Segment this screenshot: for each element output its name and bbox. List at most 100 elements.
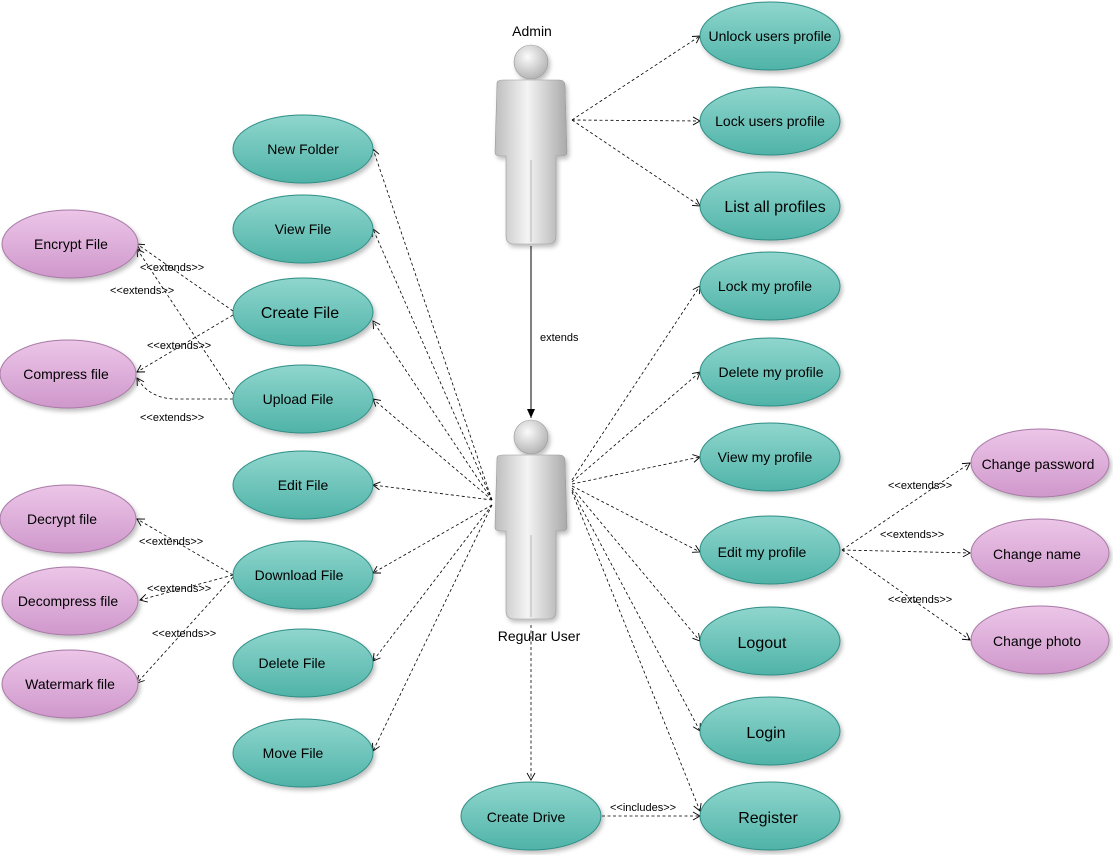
extension-watermark-file[interactable]: Watermark file (1, 649, 139, 719)
use-case-move-file[interactable]: Move File (232, 718, 374, 788)
edge-admin-list (571, 119, 701, 207)
edge-user-viewfile (371, 228, 493, 501)
edge-admin-lock (571, 116, 701, 126)
use-case-lock-my-profile[interactable]: Lock my profile (699, 251, 841, 321)
use-case-move-file-label: Move File (263, 745, 324, 761)
edge-user-movefile (371, 504, 493, 752)
edge-user-viewmy (571, 454, 701, 485)
use-case-upload-file-label: Upload File (263, 391, 334, 407)
label-extends-encrypt-create: <<extends>> (140, 262, 204, 274)
label-extends-decompress: <<extends>> (147, 583, 211, 595)
use-case-download-file[interactable]: Download File (232, 540, 374, 610)
extension-change-password[interactable]: Change password (970, 428, 1110, 498)
edge-editmy-password (841, 462, 971, 551)
use-case-view-file-label: View File (275, 221, 332, 237)
use-case-register-label: Register (738, 810, 798, 827)
use-case-delete-file-label: Delete File (259, 655, 326, 671)
edge-createfile-compress (136, 314, 234, 373)
extension-change-password-label: Change password (982, 456, 1095, 472)
extension-decrypt-file[interactable]: Decrypt file (0, 484, 137, 554)
use-case-create-file[interactable]: Create File (232, 277, 374, 347)
actor-regular-user-label: Regular User (498, 628, 581, 644)
edge-user-createfile (372, 320, 493, 501)
edge-user-downloadfile (372, 504, 493, 574)
edge-downloadfile-decrypt (136, 518, 234, 576)
extension-decompress-file-label: Decompress file (18, 593, 119, 609)
edge-user-register (571, 491, 702, 812)
use-case-delete-file[interactable]: Delete File (232, 628, 374, 698)
extension-change-photo[interactable]: Change photo (970, 605, 1110, 675)
edge-user-deletefile (372, 504, 493, 662)
label-admin-extends: extends (540, 332, 579, 344)
use-case-new-folder[interactable]: New Folder (232, 114, 374, 184)
label-extends-password: <<extends>> (888, 480, 952, 492)
extension-encrypt-file[interactable]: Encrypt File (1, 209, 139, 279)
edge-uploadfile-compress (136, 377, 233, 400)
label-extends-watermark: <<extends>> (152, 628, 216, 640)
use-case-edit-file-label: Edit File (278, 477, 329, 493)
use-case-view-my-profile[interactable]: View my profile (699, 422, 841, 492)
use-case-create-file-label: Create File (261, 305, 339, 322)
label-extends-compress-upload: <<extends>> (140, 412, 204, 424)
actor-regular-user[interactable] (494, 419, 568, 620)
actor-admin-label: Admin (512, 23, 552, 39)
label-extends-name: <<extends>> (880, 529, 944, 541)
extension-change-name-label: Change name (993, 546, 1081, 562)
label-extends-compress-create: <<extends>> (147, 340, 211, 352)
use-case-lock-users-profile[interactable]: Lock users profile (699, 86, 841, 156)
use-case-unlock-users-profile-label: Unlock users profile (709, 28, 832, 44)
extension-change-name[interactable]: Change name (970, 518, 1110, 588)
extension-encrypt-file-label: Encrypt File (34, 236, 108, 252)
use-case-edit-file[interactable]: Edit File (232, 450, 374, 520)
edge-editmy-photo (841, 549, 971, 641)
use-case-delete-my-profile-label: Delete my profile (718, 364, 823, 380)
extension-decompress-file[interactable]: Decompress file (1, 566, 139, 636)
use-case-unlock-users-profile[interactable]: Unlock users profile (699, 1, 841, 71)
use-case-logout-label: Logout (738, 635, 787, 652)
use-case-list-all-profiles[interactable]: List all profiles (699, 171, 841, 241)
connectors (136, 35, 971, 821)
use-case-edit-my-profile-label: Edit my profile (718, 544, 807, 560)
use-case-login-label: Login (746, 725, 785, 742)
use-case-download-file-label: Download File (255, 567, 344, 583)
extension-decrypt-file-label: Decrypt file (27, 511, 97, 527)
use-case-lock-my-profile-label: Lock my profile (718, 278, 812, 294)
use-case-lock-users-profile-label: Lock users profile (715, 113, 825, 129)
edge-user-editmy (571, 485, 701, 553)
use-case-list-all-profiles-label: List all profiles (724, 199, 825, 216)
label-includes-register: <<includes>> (610, 802, 676, 814)
edge-uploadfile-encrypt (136, 248, 234, 395)
use-case-create-drive[interactable]: Create Drive (460, 781, 602, 851)
use-case-view-file[interactable]: View File (232, 194, 374, 264)
use-case-new-folder-label: New Folder (267, 141, 339, 157)
label-extends-photo: <<extends>> (888, 594, 952, 606)
use-case-edit-my-profile[interactable]: Edit my profile (699, 515, 841, 585)
use-case-register[interactable]: Register (699, 781, 841, 851)
edge-user-login (571, 489, 701, 732)
use-case-view-my-profile-label: View my profile (718, 449, 813, 465)
extension-compress-file-label: Compress file (23, 366, 109, 382)
edge-createfile-encrypt (136, 243, 234, 312)
actor-admin[interactable] (494, 44, 568, 245)
use-case-login[interactable]: Login (699, 696, 841, 766)
use-case-logout[interactable]: Logout (699, 606, 841, 676)
extension-compress-file[interactable]: Compress file (0, 339, 137, 409)
edge-editmy-name (841, 548, 971, 558)
edge-admin-unlock (571, 35, 701, 121)
edge-user-lockmy (571, 285, 701, 481)
label-extends-decrypt: <<extends>> (139, 536, 203, 548)
use-case-delete-my-profile[interactable]: Delete my profile (699, 337, 841, 407)
edge-user-uploadfile (372, 398, 493, 501)
edge-downloadfile-watermark (136, 576, 234, 684)
extension-change-photo-label: Change photo (993, 633, 1081, 649)
extension-watermark-file-label: Watermark file (25, 676, 115, 692)
edge-user-deletemy (571, 371, 701, 483)
relation-labels: extends <<extends>> <<extends>> <<extend… (110, 262, 952, 814)
edge-user-newfolder (371, 148, 493, 501)
use-case-create-drive-label: Create Drive (487, 809, 566, 825)
use-case-upload-file[interactable]: Upload File (232, 364, 374, 434)
edge-user-logout (571, 487, 701, 642)
label-extends-encrypt-upload: <<extends>> (110, 285, 174, 297)
edge-user-editfile (372, 481, 493, 501)
